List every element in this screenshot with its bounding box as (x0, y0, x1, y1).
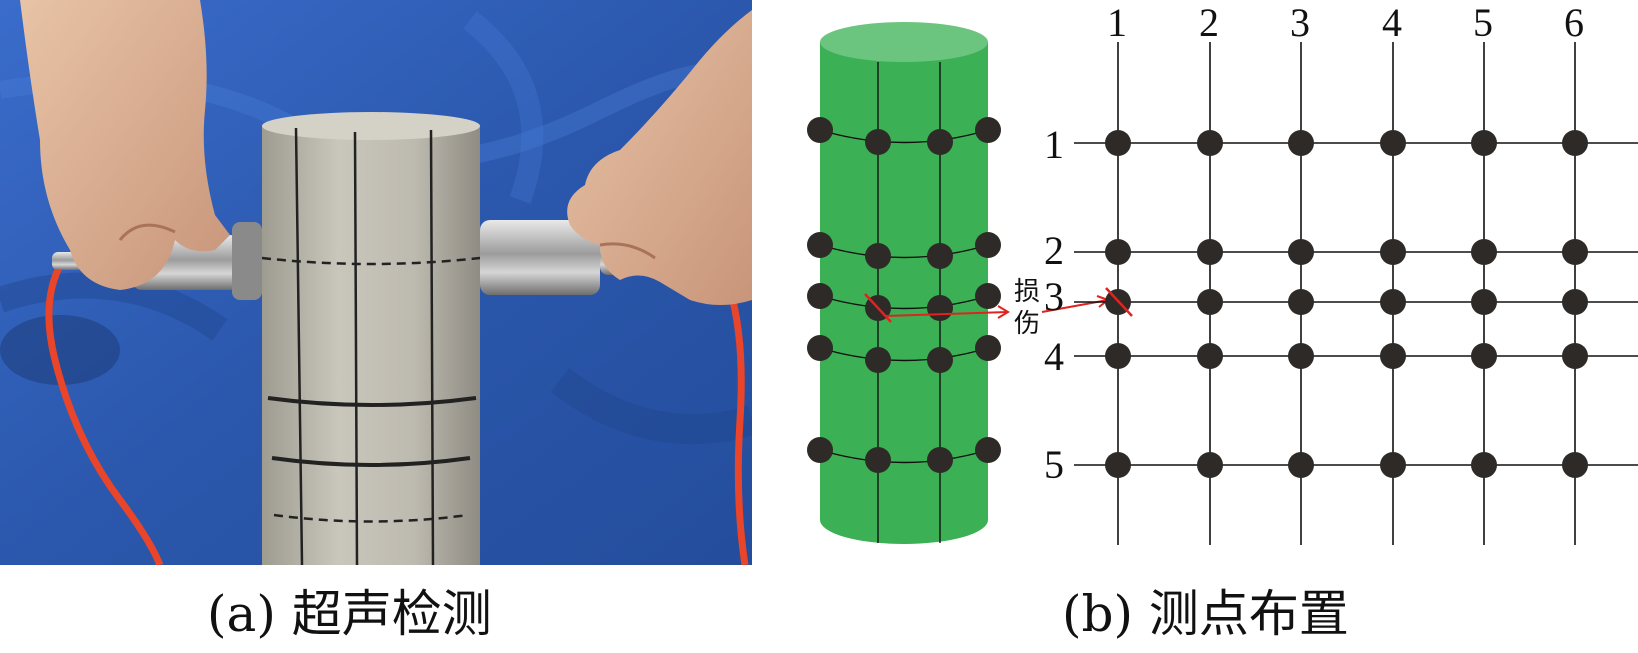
right-cable (726, 288, 749, 565)
caption-a: (a) 超声检测 (207, 585, 492, 643)
concrete-column (262, 125, 480, 565)
cyl-point (865, 447, 891, 473)
grid-point (1380, 452, 1406, 478)
cyl-point (807, 437, 833, 463)
cyl-point (807, 232, 833, 258)
cyl-point (865, 129, 891, 155)
grid-point (1288, 239, 1314, 265)
caption-b: (b) 测点布置 (1062, 585, 1349, 643)
cyl-point (807, 283, 833, 309)
grid-point (1471, 130, 1497, 156)
grid-point (1562, 130, 1588, 156)
row-label: 5 (1044, 442, 1064, 487)
grid-point (1471, 343, 1497, 369)
column-label: 5 (1473, 0, 1493, 45)
grid-point (1105, 239, 1131, 265)
ultrasonic-test-photo (0, 0, 752, 565)
column-label: 6 (1564, 0, 1584, 45)
cyl-damage-mark (864, 293, 892, 323)
grid-point (1380, 289, 1406, 315)
cyl-point (975, 437, 1001, 463)
cyl-point (927, 447, 953, 473)
grid-point (1197, 452, 1223, 478)
cylinder-points (807, 117, 1001, 473)
cyl-point (927, 347, 953, 373)
grid-point (1380, 343, 1406, 369)
grid-point (1288, 452, 1314, 478)
cyl-point (975, 335, 1001, 361)
row-label: 2 (1044, 228, 1064, 273)
grid-point (1562, 452, 1588, 478)
grid-point (1197, 130, 1223, 156)
cyl-point (975, 117, 1001, 143)
cyl-point (927, 129, 953, 155)
grid-point (1105, 130, 1131, 156)
column-label: 3 (1290, 0, 1310, 45)
row-label: 4 (1044, 334, 1064, 379)
cyl-point (975, 283, 1001, 309)
grid-point (1105, 343, 1131, 369)
cyl-point (927, 295, 953, 321)
grid-point (1380, 239, 1406, 265)
column-label: 1 (1107, 0, 1127, 45)
grid-point (1562, 343, 1588, 369)
left-hand (20, 0, 230, 290)
damage-label-top: 损 (1014, 277, 1040, 307)
cyl-point (927, 243, 953, 269)
grid-damage-mark (1105, 287, 1133, 317)
row-label: 1 (1044, 122, 1064, 167)
right-hand (567, 10, 752, 305)
grid-point (1562, 289, 1588, 315)
left-cable (45, 260, 164, 565)
grid-point (1105, 452, 1131, 478)
grid-point (1471, 239, 1497, 265)
grid-point (1471, 289, 1497, 315)
green-cylinder (807, 22, 1001, 544)
grid-point (1197, 289, 1223, 315)
row-label: 3 (1044, 274, 1064, 319)
cyl-point (975, 232, 1001, 258)
unrolled-grid: 1 2 3 4 5 6 1 2 3 4 5 (1044, 0, 1638, 545)
grid-point (1380, 130, 1406, 156)
grid-point (1197, 239, 1223, 265)
grid-point (1562, 239, 1588, 265)
cyl-point (865, 243, 891, 269)
column-label: 2 (1199, 0, 1219, 45)
grid-point (1288, 130, 1314, 156)
damage-label-bottom: 伤 (1014, 309, 1040, 339)
cyl-point (807, 117, 833, 143)
cyl-point (807, 335, 833, 361)
right-transducer (480, 220, 600, 295)
grid-point (1471, 452, 1497, 478)
column-label: 4 (1382, 0, 1402, 45)
grid-point (1197, 343, 1223, 369)
grid-point (1288, 343, 1314, 369)
cyl-point (865, 347, 891, 373)
grid-point (1288, 289, 1314, 315)
measurement-layout-diagram: 损 伤 1 2 (752, 0, 1638, 565)
